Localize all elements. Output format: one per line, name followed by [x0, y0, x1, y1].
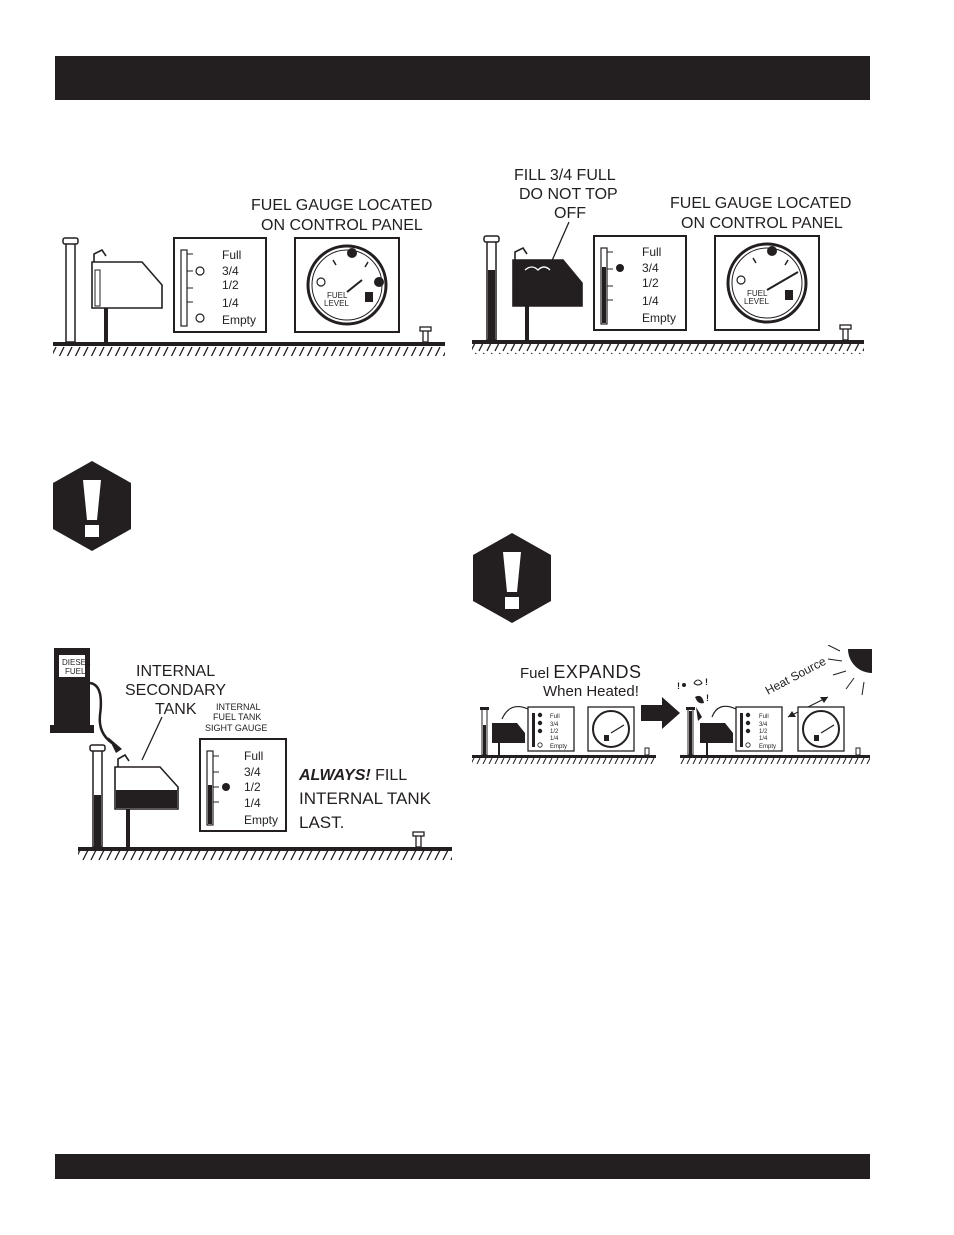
figure-fuel-expands: Fuel EXPANDS When Heated! Full 3/4 1/2 1…: [472, 645, 872, 764]
vent-cap: [419, 326, 432, 343]
fuel-level-dial: FUEL LEVEL: [714, 235, 820, 331]
level-full: Full: [222, 248, 241, 262]
mini-level-half: 1/2: [550, 729, 559, 735]
footer-bar: [55, 1154, 870, 1179]
always-line-1: ALWAYS! FILL: [298, 767, 407, 784]
diesel-pump: DIESEL FUEL: [50, 648, 122, 753]
mini-level-full-2: Full: [759, 714, 769, 720]
exclamation-hexagon-icon: [53, 461, 131, 551]
mini-level-empty-2: Empty: [759, 744, 776, 750]
secondary-line-3: TANK: [155, 701, 197, 718]
callout-line-1: FUEL GAUGE LOCATED: [251, 197, 432, 214]
mini-level-quarter: 1/4: [550, 736, 559, 742]
level-three-quarter: 3/4: [642, 261, 659, 275]
sight-label-line-1: INTERNAL: [216, 702, 261, 712]
secondary-line-2: SECONDARY: [125, 682, 226, 699]
mini-level-full: Full: [550, 714, 560, 720]
dial-label-fuel: FUEL: [327, 291, 348, 300]
mini-level-three-quarter: 3/4: [550, 722, 559, 728]
expands-line-1: Fuel EXPANDS: [520, 662, 642, 682]
exclamation-hexagon-icon: [473, 533, 551, 623]
sight-gauge: Full 3/4 1/2 1/4 Empty: [199, 738, 287, 832]
ground-strip: [53, 342, 445, 356]
secondary-line-1: INTERNAL: [136, 663, 215, 680]
svg-text:!: !: [706, 693, 709, 703]
heat-source: Heat Source: [763, 645, 872, 718]
vent-cap: [839, 324, 852, 341]
ground-strip: [472, 340, 864, 354]
pump-label-fuel: FUEL: [65, 667, 86, 676]
level-quarter: 1/4: [222, 296, 239, 310]
fuel-tank: [512, 246, 583, 340]
level-quarter: 1/4: [642, 294, 659, 308]
level-three-quarter: 3/4: [244, 765, 261, 779]
before-heat-scene: Full 3/4 1/2 1/4 Empty: [472, 706, 656, 764]
note-line-1: FILL 3/4 FULL: [514, 167, 616, 184]
svg-text:!: !: [705, 677, 708, 687]
vent-cap: [412, 831, 425, 848]
expands-line-2: When Heated!: [543, 683, 639, 700]
fuel-word: Fuel: [520, 665, 553, 682]
mini-level-half-2: 1/2: [759, 729, 768, 735]
dial-label-level: LEVEL: [744, 297, 769, 306]
sight-label-line-3: SIGHT GAUGE: [205, 723, 267, 733]
dial-label-level: LEVEL: [324, 299, 349, 308]
callout-line-1: FUEL GAUGE LOCATED: [670, 195, 851, 212]
mini-level-empty: Empty: [550, 744, 567, 750]
sight-gauge: Full 3/4 1/2 1/4 Empty: [593, 235, 687, 331]
dial-label-fuel: FUEL: [747, 289, 768, 298]
fill-pipe: [62, 237, 79, 343]
pump-label-diesel: DIESEL: [62, 658, 91, 667]
level-three-quarter: 3/4: [222, 264, 239, 278]
figure-fill-three-quarter: FILL 3/4 FULL DO NOT TOP OFF Full 3/4 1/…: [472, 167, 864, 354]
level-empty: Empty: [642, 311, 676, 325]
figure-fill-internal-tank-last: DIESEL FUEL INTERNAL SECONDARY TANK INTE…: [50, 648, 452, 861]
arrow-right-icon: [641, 697, 680, 729]
fuel-level-dial: FUEL LEVEL: [294, 237, 400, 333]
header-bar: [55, 56, 870, 100]
level-empty: Empty: [222, 313, 256, 327]
overflow-splash: ! ! !: [677, 677, 709, 721]
always-line-3: LAST.: [299, 813, 344, 832]
note-line-3: OFF: [554, 205, 586, 222]
secondary-tank: [114, 753, 179, 847]
callout-line-2: ON CONTROL PANEL: [261, 217, 423, 234]
fill-pipe: [483, 235, 500, 341]
always-word: ALWAYS!: [298, 767, 371, 784]
level-empty: Empty: [244, 813, 278, 827]
fill-pipe: [89, 744, 106, 848]
heat-source-label: Heat Source: [763, 654, 829, 698]
level-full: Full: [642, 245, 661, 259]
level-half: 1/2: [222, 278, 239, 292]
svg-text:!: !: [677, 681, 680, 691]
sight-gauge: Full 3/4 1/2 1/4 Empty: [173, 237, 267, 333]
level-full: Full: [244, 749, 263, 763]
mini-level-three-quarter-2: 3/4: [759, 722, 768, 728]
sight-label-line-2: FUEL TANK: [213, 712, 261, 722]
note-line-2: DO NOT TOP: [519, 186, 618, 203]
mini-level-quarter-2: 1/4: [759, 736, 768, 742]
secondary-leader-line: [141, 716, 163, 761]
fuel-tank: [91, 248, 163, 342]
expands-word: EXPANDS: [553, 662, 641, 682]
level-half: 1/2: [642, 276, 659, 290]
callout-line-2: ON CONTROL PANEL: [681, 215, 843, 232]
level-quarter: 1/4: [244, 796, 261, 810]
figure-gauge-location-empty: Full 3/4 1/2 1/4 Empty FUEL GAUGE LOCATE…: [53, 197, 445, 356]
always-fill: FILL: [371, 767, 408, 784]
level-half: 1/2: [244, 780, 261, 794]
after-heat-scene: ! ! ! Full 3/4 1/2 1/4 Empty: [677, 677, 870, 764]
always-line-2: INTERNAL TANK: [299, 789, 432, 808]
ground-strip: [78, 847, 452, 861]
